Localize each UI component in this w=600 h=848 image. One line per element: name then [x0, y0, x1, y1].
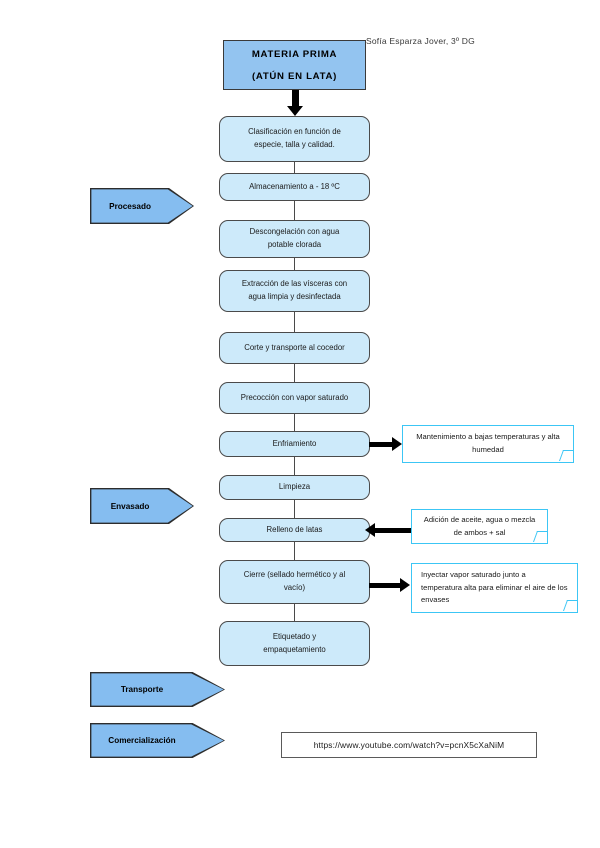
- source-url-text: https://www.youtube.com/watch?v=pcnX5cXa…: [313, 740, 505, 750]
- process-label: Etiquetado y: [272, 631, 317, 641]
- arrow-note-to-relleno: [365, 523, 411, 537]
- process-label: Descongelación con agua: [249, 227, 340, 237]
- header-line-2: (ATÚN EN LATA): [252, 70, 337, 82]
- note-box-enfriamiento: Mantenimiento a bajas temperaturas y alt…: [402, 425, 575, 463]
- connector-6: [294, 414, 295, 431]
- process-box-clasificacion[interactable]: Clasificación en función de especie, tal…: [219, 116, 370, 162]
- arrow-header-to-clasificacion: [287, 90, 303, 116]
- connector-3: [294, 258, 295, 270]
- note-line: Mantenimiento a bajas: [416, 432, 493, 442]
- connector-4: [294, 312, 295, 332]
- note-fold-corner-icon: [532, 531, 549, 542]
- stage-label-comercializacion[interactable]: Comercialización: [90, 723, 225, 758]
- note-line: mezcla de ambos + sal: [453, 514, 536, 537]
- process-label: Precocción con vapor saturado: [240, 392, 349, 402]
- process-label: Corte y transporte al cocedor: [244, 342, 345, 352]
- process-box-precoccion[interactable]: Precocción con vapor saturado: [219, 382, 370, 414]
- process-label: Extracción de las vísceras con: [241, 279, 348, 289]
- note-line: Adición de aceite, agua o: [423, 514, 510, 524]
- source-url-box[interactable]: https://www.youtube.com/watch?v=pcnX5cXa…: [281, 732, 537, 758]
- connector-5: [294, 364, 295, 382]
- process-box-enfriamiento[interactable]: Enfriamiento: [219, 431, 370, 457]
- process-label: Limpieza: [278, 482, 311, 492]
- connector-2: [294, 201, 295, 220]
- process-box-corte[interactable]: Corte y transporte al cocedor: [219, 332, 370, 364]
- process-label: Clasificación en función de: [248, 127, 341, 137]
- connector-10: [294, 604, 295, 621]
- process-label: Cierre (sellado hermético y al: [243, 570, 346, 580]
- process-box-cierre[interactable]: Cierre (sellado hermético y al vacío): [219, 560, 370, 604]
- process-box-relleno[interactable]: Relleno de latas: [219, 518, 370, 542]
- arrow-enfriamiento-to-note: [369, 437, 402, 451]
- process-box-descongelacion[interactable]: Descongelación con agua potable clorada: [219, 220, 370, 258]
- arrow-cierre-to-note: [369, 578, 410, 592]
- note-fold-corner-icon: [562, 600, 579, 611]
- process-label: vacío): [283, 583, 306, 592]
- note-box-relleno: Adición de aceite, agua o mezcla de ambo…: [411, 509, 549, 544]
- note-box-cierre: Inyectar vapor saturado junto a temperat…: [411, 563, 579, 613]
- stage-label-procesado[interactable]: Procesado: [90, 188, 194, 224]
- note-line: eliminar el aire de los envases: [421, 582, 568, 605]
- process-box-almacenamiento[interactable]: Almacenamiento a - 18 ºC: [219, 173, 370, 201]
- stage-label-text: Transporte: [120, 685, 164, 694]
- connector-1: [294, 162, 295, 173]
- header-box-materia-prima: MATERIA PRIMA (ATÚN EN LATA): [223, 40, 366, 90]
- note-line: temperaturas y alta humedad: [472, 432, 560, 454]
- connector-9: [294, 542, 295, 560]
- process-label: Relleno de latas: [266, 524, 323, 534]
- process-label: empaquetamiento: [263, 644, 326, 654]
- process-box-etiquetado[interactable]: Etiquetado y empaquetamiento: [219, 621, 370, 666]
- header-line-1: MATERIA PRIMA: [251, 48, 338, 60]
- process-label: potable clorada: [267, 240, 322, 249]
- process-box-limpieza[interactable]: Limpieza: [219, 475, 370, 500]
- process-box-extraccion[interactable]: Extracción de las vísceras con agua limp…: [219, 270, 370, 312]
- note-fold-corner-icon: [558, 450, 575, 461]
- stage-label-transporte[interactable]: Transporte: [90, 672, 225, 707]
- stage-label-envasado[interactable]: Envasado: [90, 488, 194, 524]
- process-label: especie, talla y calidad.: [254, 140, 335, 149]
- note-line: Inyectar vapor saturado junto: [421, 569, 520, 579]
- process-label: agua limpia y desinfectada: [248, 292, 341, 301]
- connector-8: [294, 500, 295, 518]
- note-line: a temperatura alta para: [421, 569, 526, 592]
- author-credit: Sofía Esparza Jover, 3º DG: [366, 36, 475, 46]
- process-label: Enfriamiento: [272, 438, 317, 448]
- stage-label-text: Envasado: [110, 501, 150, 511]
- connector-7: [294, 457, 295, 475]
- stage-label-text: Comercialización: [108, 736, 176, 745]
- stage-label-text: Procesado: [109, 201, 151, 211]
- process-label: Almacenamiento a - 18 ºC: [249, 181, 340, 191]
